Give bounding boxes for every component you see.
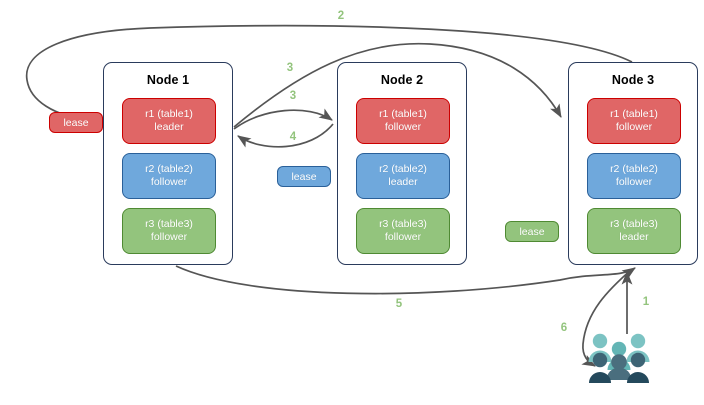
replica-line2: follower (384, 231, 422, 243)
replica-line2: follower (615, 176, 653, 188)
replica-n2r1[interactable]: r1 (table1) follower (356, 98, 450, 144)
replica-line2: follower (150, 231, 188, 243)
edge-step-3-to-node2 (233, 108, 333, 130)
replica-line1: r3 (table3) (610, 218, 658, 230)
replica-n1r2[interactable]: r2 (table2) follower (122, 153, 216, 199)
replica-n3r2[interactable]: r2 (table2) follower (587, 153, 681, 199)
step-label-3a: 3 (286, 62, 294, 74)
node-box-node2[interactable]: Node 2 r1 (table1) follower r2 (table2) … (337, 62, 467, 265)
node-title: Node 2 (380, 73, 424, 87)
replica-line1: r1 (table1) (379, 108, 427, 120)
node-title: Node 3 (611, 73, 655, 87)
lease-label: lease (63, 116, 89, 129)
node-box-node3[interactable]: Node 3 r1 (table1) follower r2 (table2) … (568, 62, 698, 265)
replica-line1: r3 (table3) (379, 218, 427, 230)
replica-line1: r2 (table2) (145, 163, 193, 175)
node-title: Node 1 (146, 73, 190, 87)
lease-label: lease (291, 170, 317, 183)
replica-line2: follower (384, 121, 422, 133)
node-box-node1[interactable]: Node 1 r1 (table1) leader r2 (table2) fo… (103, 62, 233, 265)
step-label-3b: 3 (289, 90, 297, 102)
step-label-5: 5 (395, 298, 403, 310)
replica-n1r1[interactable]: r1 (table1) leader (122, 98, 216, 144)
replica-line1: r2 (table2) (610, 163, 658, 175)
people-icon (588, 333, 650, 383)
replica-line2: follower (150, 176, 188, 188)
replica-n1r3[interactable]: r3 (table3) follower (122, 208, 216, 254)
replica-line2: follower (615, 121, 653, 133)
replica-line2: leader (154, 121, 184, 133)
step-label-1: 1 (642, 296, 650, 308)
replica-n2r3[interactable]: r3 (table3) follower (356, 208, 450, 254)
replica-n2r2[interactable]: r2 (table2) leader (356, 153, 450, 199)
replica-line1: r1 (table1) (145, 108, 193, 120)
edge-step-5 (175, 265, 636, 295)
lease-label: lease (519, 225, 545, 238)
lease-badge-r2[interactable]: lease (277, 166, 331, 187)
replica-line2: leader (619, 231, 649, 243)
replica-n3r1[interactable]: r1 (table1) follower (587, 98, 681, 144)
replica-line1: r2 (table2) (379, 163, 427, 175)
replica-line2: leader (388, 176, 418, 188)
step-label-2: 2 (337, 10, 345, 22)
step-label-6: 6 (560, 322, 568, 334)
lease-badge-r1[interactable]: lease (49, 112, 103, 133)
replica-line1: r1 (table1) (610, 108, 658, 120)
replica-n3r3[interactable]: r3 (table3) leader (587, 208, 681, 254)
step-label-4: 4 (289, 131, 297, 143)
lease-badge-r3[interactable]: lease (505, 221, 559, 242)
replica-line1: r3 (table3) (145, 218, 193, 230)
